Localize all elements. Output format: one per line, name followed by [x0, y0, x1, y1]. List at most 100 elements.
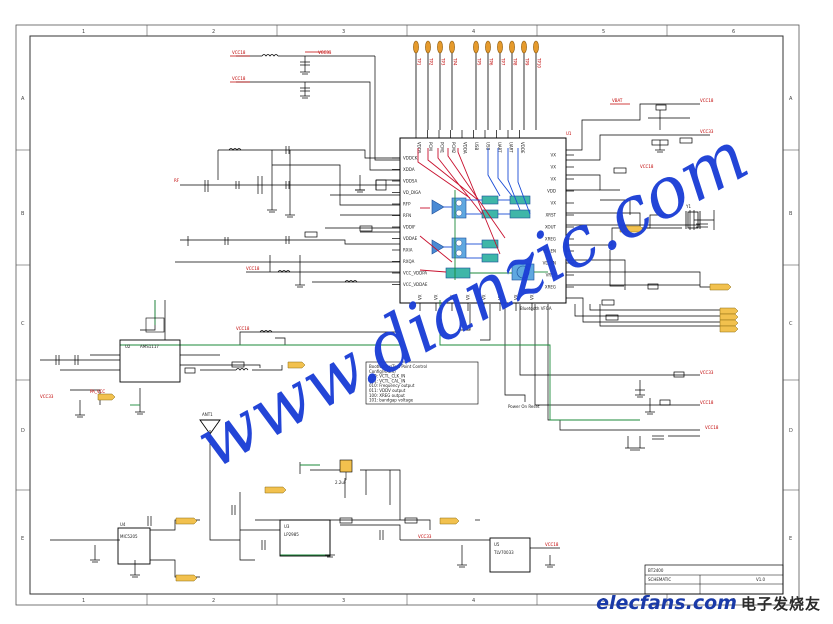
grid-row-b-right: B — [789, 211, 793, 217]
config-note-line: Bootloader/Test Point Control — [369, 364, 427, 369]
adc-1 — [509, 195, 531, 205]
title-block-rev: V1.0 — [756, 577, 766, 582]
mixer-1 — [451, 197, 467, 219]
ic-bottom-pin-label: VX — [450, 294, 455, 300]
ic-top-pin-label: VDDE — [520, 142, 525, 154]
net-label-vcc33-bottom-2: VCC33 — [418, 534, 432, 539]
connector-pin-tip — [413, 40, 419, 54]
regulator-u4: U4 MIC5205 — [117, 522, 151, 565]
regulator-u5-part: TLV70033 — [493, 550, 514, 555]
grid-row-d: D — [21, 428, 25, 434]
config-note-line: 010: Frequency output — [369, 383, 415, 388]
ic-bottom-pin-label: VX — [514, 294, 519, 300]
title-block-title: BT2400 — [648, 568, 664, 573]
ic-right-pin-label: XOUT — [545, 225, 557, 230]
grid-row-d-right: D — [789, 428, 793, 434]
ic-bottom-pin-label: VX — [498, 294, 503, 300]
ic-right-pin-label: VREF — [546, 273, 557, 278]
crystal-y1 — [685, 211, 701, 229]
ic-top-pin-label: PCM — [428, 142, 433, 151]
left-ic-ref: U2 — [125, 344, 131, 349]
ic-bottom-pin-label: VX — [434, 294, 439, 300]
config-note-line: 101: bandgap voltage — [369, 398, 414, 403]
net-label-vcc33-right: VCC33 — [700, 129, 714, 134]
ic-left-pin-label: VDDAE — [403, 236, 418, 241]
connector-pin-tip — [485, 40, 491, 54]
main-ic-bottom-label: Bluetooth VFGA — [520, 306, 552, 311]
main-ic-ref: U1 — [566, 131, 572, 136]
config-note-line: 100: XREG output — [369, 393, 405, 398]
grid-col-5-bottom: 5 — [602, 598, 605, 604]
grid-row-e: E — [21, 536, 24, 542]
net-label-vbat: VBAT — [612, 98, 623, 103]
net-labels: VCC18 VCC18 VCC33 VBAT VCC18 VCC33 RF VC… — [40, 50, 719, 547]
regulator-u3: U3 LP2985 — [279, 519, 331, 557]
connector-pin-label: TP9 — [525, 57, 530, 66]
net-label-pa-vcc: PA_VCC — [90, 389, 105, 394]
watermark-text: www.dianzic.com — [182, 114, 761, 484]
xtal-ref: Y1 — [685, 204, 691, 209]
ic-left-pin-label: VDDCK — [403, 156, 418, 161]
passives — [55, 104, 708, 550]
net-label-vcc18-right: VCC18 — [640, 164, 654, 169]
ic-right-pin-label: XREG — [545, 237, 556, 242]
connector-pin-tip — [521, 40, 527, 54]
regulator-u3-part: LP2985 — [284, 532, 299, 537]
grid-row-a: A — [21, 96, 25, 102]
connector-pin-tip — [473, 40, 479, 54]
ic-left-pin-label: RXIA — [403, 248, 413, 253]
net-label-vout: VCC18 — [700, 98, 714, 103]
ic-left-pin-label: VDDSA — [403, 179, 418, 184]
grid-col-3: 3 — [342, 29, 345, 35]
ic-top-pin-label: VDDA — [463, 142, 468, 154]
grid-row-c: C — [21, 321, 25, 327]
ic-right-pin-label: VX — [551, 165, 557, 170]
mixer-2 — [451, 237, 467, 259]
connector-pin-tip — [449, 40, 455, 54]
connector-pin-label: TP6 — [489, 57, 494, 66]
grid-ticks — [16, 25, 799, 605]
left-ic-u2: U2 AMS1117 — [119, 317, 181, 383]
grid-row-b: B — [21, 211, 25, 217]
switch-s1 — [339, 459, 353, 480]
ic-top-pin-label: VDDS — [417, 142, 422, 154]
grid-col-4-bottom: 4 — [472, 598, 475, 604]
grid-row-a-right: A — [789, 96, 793, 102]
main-ic-right-pins: VXVXVXVDDVXXRSTXOUTXREGVD_ENVD_ENVREFXRE… — [543, 153, 574, 290]
ic-top-pin-label: UART — [497, 142, 502, 153]
ic-bottom-pin-label: VX — [482, 294, 487, 300]
green-nets — [120, 300, 640, 556]
config-note-line: 001: VCTL_CAL_IN — [369, 378, 405, 383]
connector-pin-label: TP1 — [417, 57, 422, 66]
net-label-vcc33-top: VCC33 — [318, 50, 332, 55]
ic-left-pin-label: VCC_VDDAE — [403, 282, 428, 287]
main-ic-body — [399, 137, 567, 304]
adc-2 — [509, 209, 531, 219]
grid-col-6-bottom: 6 — [732, 598, 735, 604]
cap-value-label: 2.2uF — [335, 480, 347, 485]
config-note-line: 011: VDDV output — [369, 388, 406, 393]
ground-symbols — [75, 71, 665, 578]
net-label-vcc18-left: VCC18 — [236, 326, 250, 331]
ic-left-pin-label: VCC_VDDPA — [403, 271, 427, 276]
ic-top-pin-label: UART — [509, 142, 514, 153]
internal-green-routing — [454, 190, 548, 280]
connector-pin-label: TP5 — [477, 57, 482, 66]
rf-internal-blocks — [431, 195, 535, 281]
connector-pin-tip — [437, 40, 443, 54]
internal-red-routing — [417, 148, 506, 273]
regulator-u5-ref: U5 — [494, 542, 500, 547]
ic-left-pin-label: RFN — [403, 213, 411, 218]
net-label-vcc33-bottom: VCC33 — [700, 370, 714, 375]
brand-name: elecfans — [596, 592, 686, 614]
net-label-vcc18-top: VCC18 — [232, 50, 246, 55]
sheet-border-inner — [29, 35, 784, 595]
filter-1 — [481, 195, 499, 205]
connector-pin-tip — [509, 40, 515, 54]
net-label-vcc18-reg: VCC18 — [545, 542, 559, 547]
ic-right-pin-label: VX — [551, 153, 557, 158]
